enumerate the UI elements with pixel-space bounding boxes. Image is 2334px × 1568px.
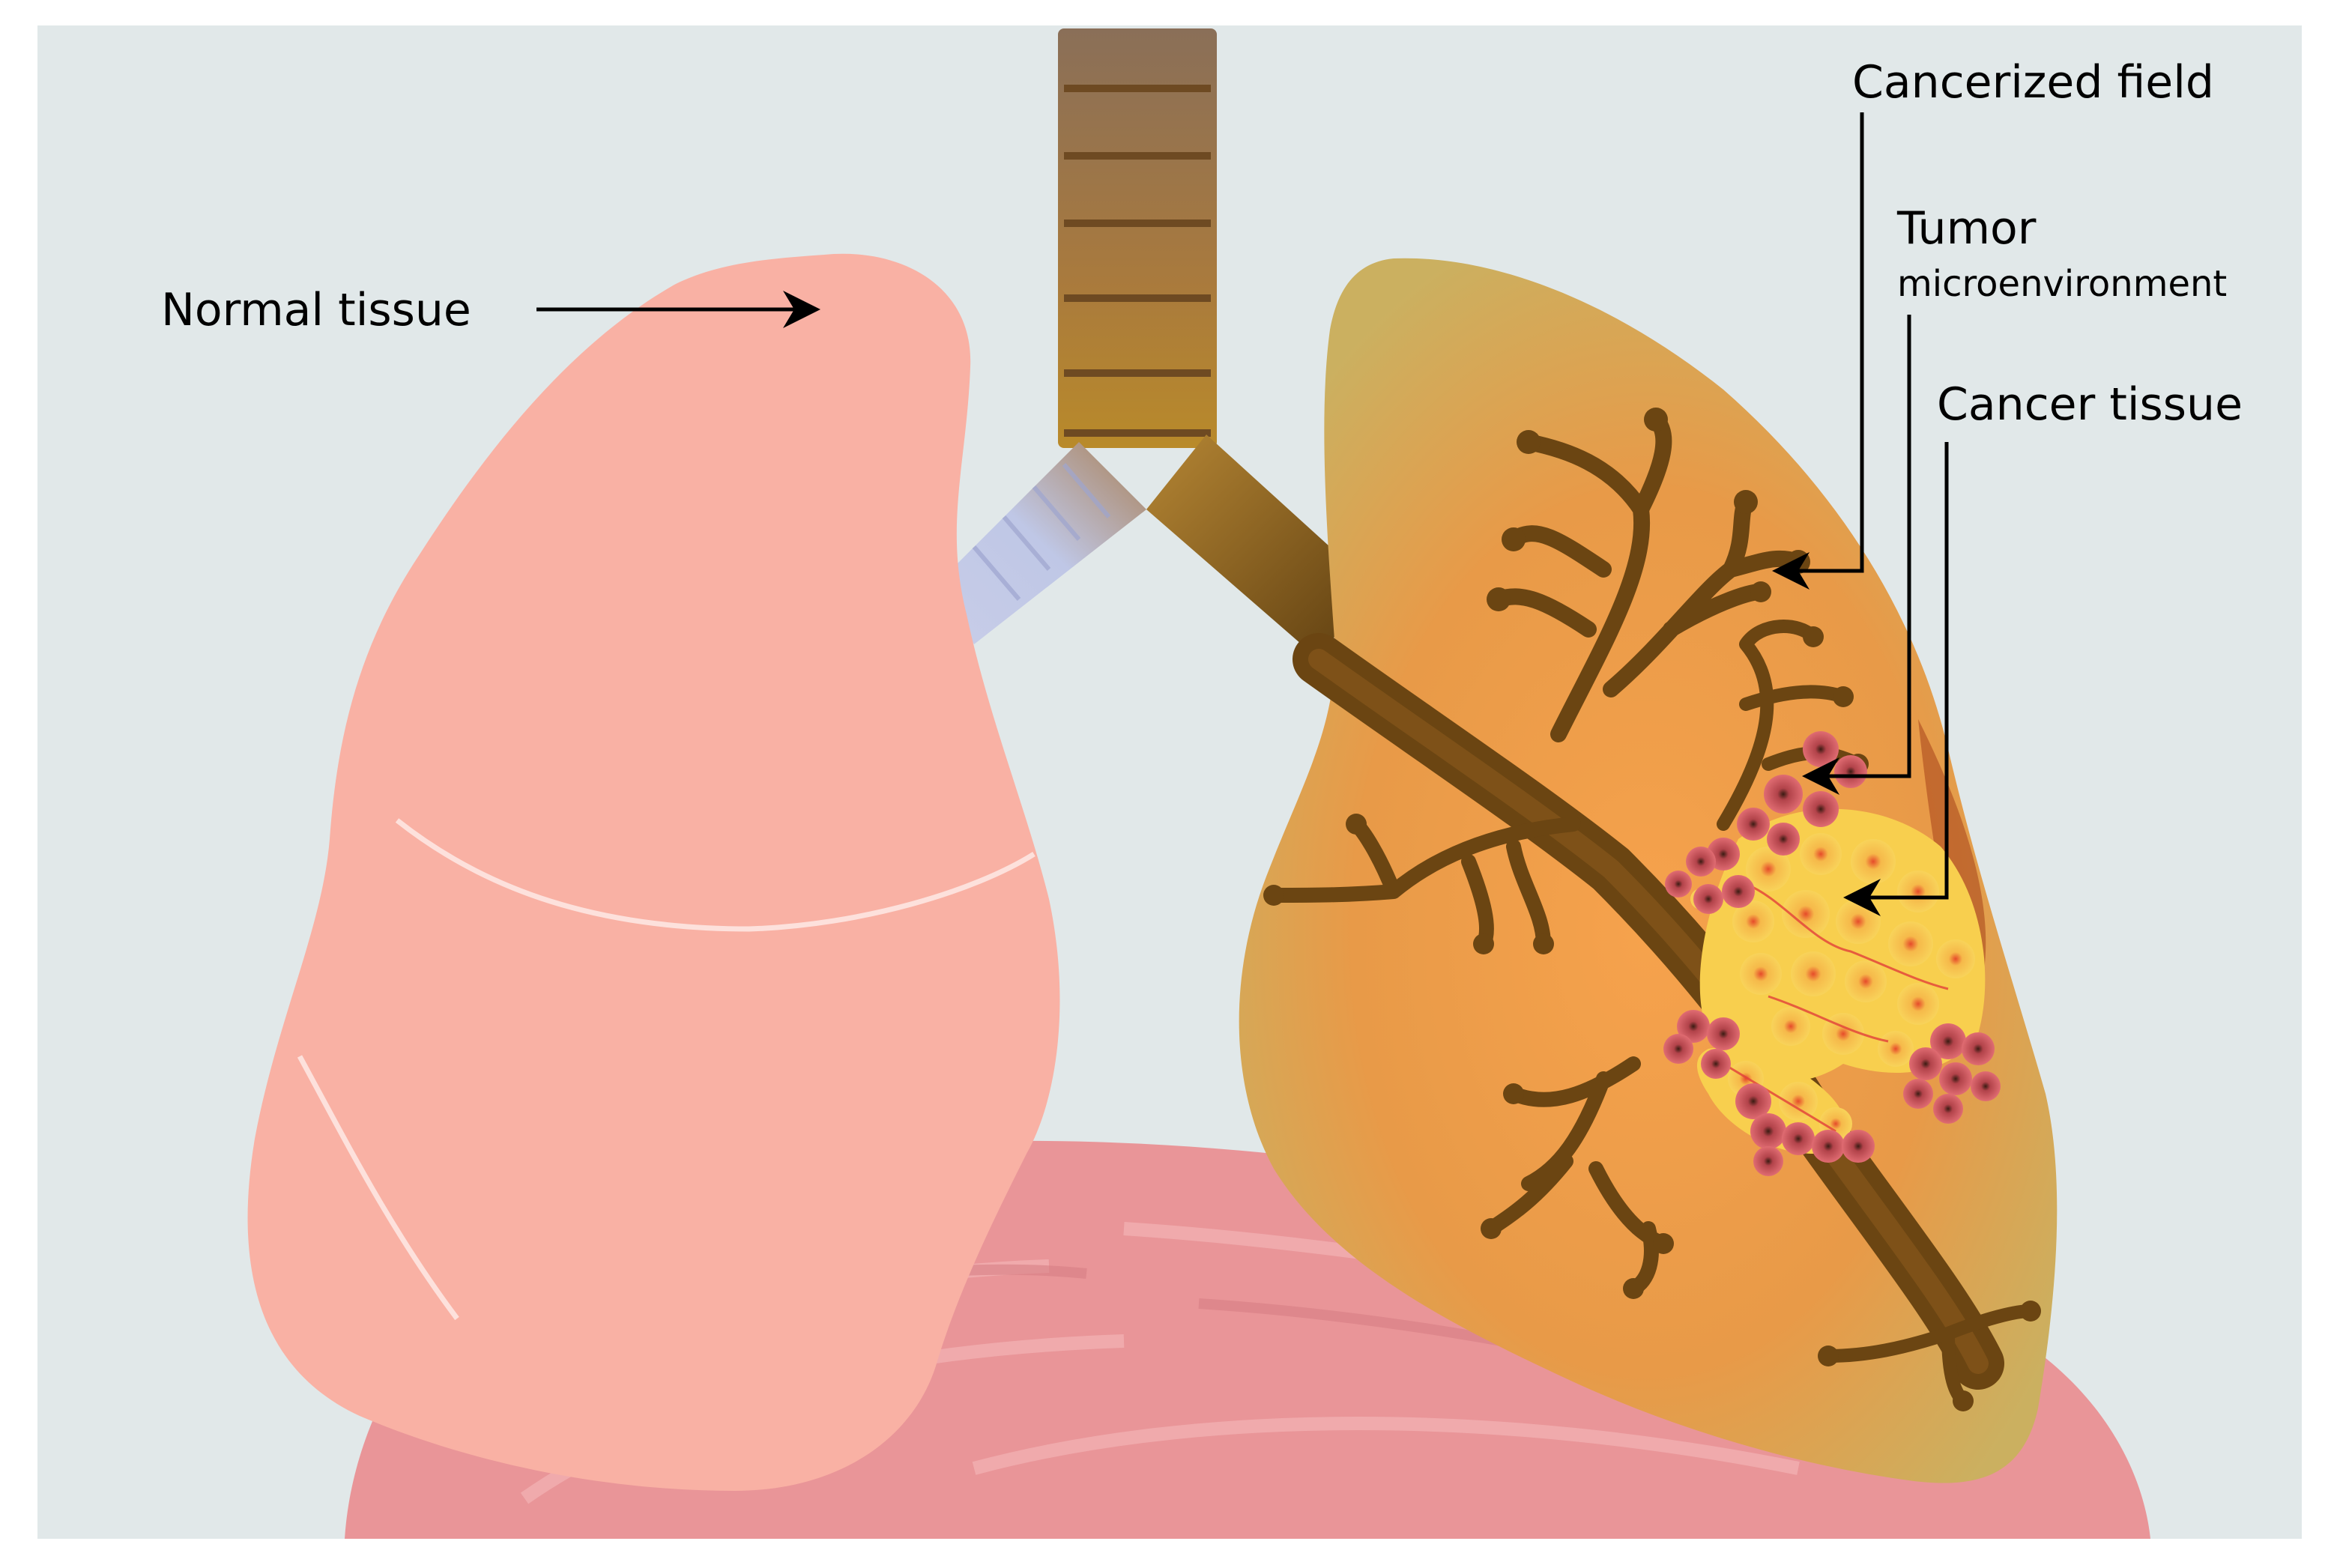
right-bronchus bbox=[1146, 435, 1371, 659]
microenvironment-label: microenvironment bbox=[1897, 263, 2227, 305]
annotation-arrows bbox=[536, 112, 1949, 916]
tumor-label: Tumor bbox=[1896, 202, 2037, 255]
cancerized-field-label: Cancerized field bbox=[1852, 56, 2214, 109]
cancer-tissue-label: Cancer tissue bbox=[1937, 378, 2243, 431]
trachea bbox=[1058, 28, 1217, 448]
normal-tissue-label: Normal tissue bbox=[161, 284, 471, 336]
tumor-microenvironment-cells bbox=[1663, 731, 2001, 1176]
cancerized-field-arrow bbox=[1772, 112, 1864, 590]
left-bronchus bbox=[937, 442, 1146, 644]
cancer-tissue-arrow bbox=[1843, 442, 1949, 916]
normal-lung bbox=[247, 253, 1060, 1491]
tumor-microenvironment-arrow bbox=[1802, 315, 1911, 795]
